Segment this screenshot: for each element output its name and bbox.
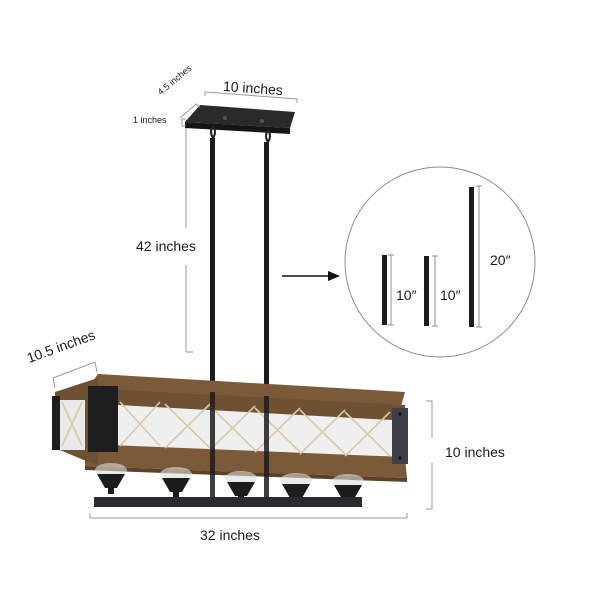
rod-1-length-label: 10″ [396, 287, 417, 303]
right-arrow-icon [282, 271, 340, 281]
canopy-dimension-lines [179, 91, 298, 127]
body-height-label: 10 inches [445, 444, 505, 460]
chandelier-body [52, 374, 408, 502]
drop-dimension-line [185, 128, 193, 353]
suspension-rods [210, 138, 269, 398]
light-holder [280, 473, 312, 504]
drop-length-label: 42 inches [136, 238, 196, 254]
light-holder [225, 471, 257, 502]
canopy-height-label: 1 inches [133, 115, 167, 125]
bottom-bar [94, 497, 362, 507]
light-holder [160, 467, 192, 498]
body-length-label: 32 inches [200, 527, 260, 543]
rod-2-length-label: 10″ [440, 287, 461, 303]
light-holder [332, 474, 364, 505]
light-holder [95, 463, 127, 494]
rod-detail-callout [344, 166, 536, 358]
light-holders [95, 463, 364, 505]
rod-3-length-label: 20″ [490, 252, 511, 268]
canopy [185, 105, 295, 144]
body-dimension-lines [52, 361, 433, 519]
